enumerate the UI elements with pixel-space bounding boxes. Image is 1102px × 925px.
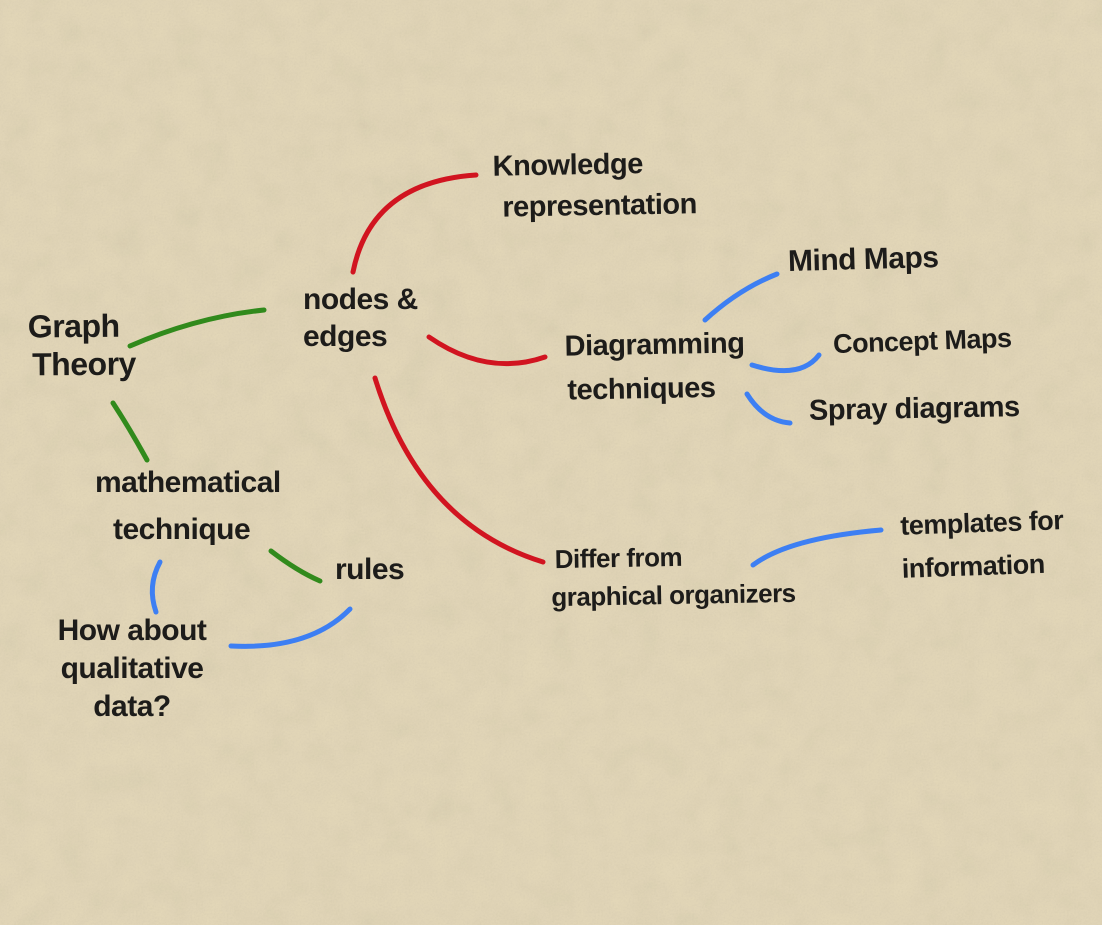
node-label-line: Spray diagrams [808, 391, 1020, 427]
node-how-about-qualitative-data: How about qualitative data? [42, 612, 222, 726]
node-label-line: templates for [899, 505, 1064, 541]
node-knowledge-representation: Knowledge representation [492, 143, 697, 229]
edge-mathematical-technique--rules [268, 548, 323, 584]
node-templates-for-information: templates for information [900, 499, 1066, 591]
node-label-line: technique [113, 513, 251, 546]
edge-graph-theory--nodes-edges [127, 307, 267, 349]
node-label-line: Knowledge [492, 148, 644, 183]
edge-nodes-edges--knowledge-representation [350, 172, 479, 275]
node-differ-from-graphical-organizers: Differ from graphical organizers [550, 536, 796, 616]
edge-graph-theory--mathematical-technique [110, 400, 150, 463]
node-label-line: Concept Maps [832, 322, 1012, 360]
edge-how-about--rules [228, 606, 353, 649]
node-rules: rules [335, 553, 405, 587]
node-label-line: graphical organizers [551, 577, 796, 613]
edge-diagramming--mind-maps [702, 271, 780, 323]
node-label-line: mathematical [95, 466, 281, 499]
node-label-line: rules [335, 553, 405, 586]
edge-diagramming--spray-diagrams [744, 391, 793, 426]
node-nodes-and-edges: nodes & edges [303, 281, 418, 355]
node-graph-theory: Graph Theory [28, 307, 136, 384]
node-label-line: How about [57, 614, 207, 647]
edge-differ-from--templates-for-information [750, 527, 884, 568]
edge-nodes-edges--differ-from [372, 375, 546, 565]
node-label-line: information [901, 548, 1046, 584]
node-label-line: Graph [27, 307, 120, 345]
node-label-line: Mind Maps [787, 241, 939, 278]
node-spray-diagrams: Spray diagrams [809, 391, 1020, 428]
node-label-line: nodes & [303, 283, 418, 316]
node-label-line: data? [93, 690, 171, 723]
node-mind-maps: Mind Maps [788, 241, 939, 279]
node-label-line: representation [502, 188, 698, 224]
node-label-line: techniques [567, 371, 716, 407]
node-label-line: Theory [32, 345, 137, 383]
node-label-line: qualitative [60, 652, 204, 685]
node-label-line: Diagramming [564, 327, 745, 363]
edge-mathematical-technique--how-about [149, 559, 163, 615]
node-mathematical-technique: mathematical technique [95, 459, 281, 553]
node-concept-maps: Concept Maps [833, 323, 1013, 360]
node-label-line: edges [303, 320, 388, 353]
edge-nodes-edges--diagramming-techniques [426, 334, 548, 367]
node-label-line: Differ from [554, 541, 683, 575]
node-diagramming-techniques: Diagramming techniques [564, 321, 745, 412]
edge-diagramming--concept-maps [749, 352, 822, 374]
